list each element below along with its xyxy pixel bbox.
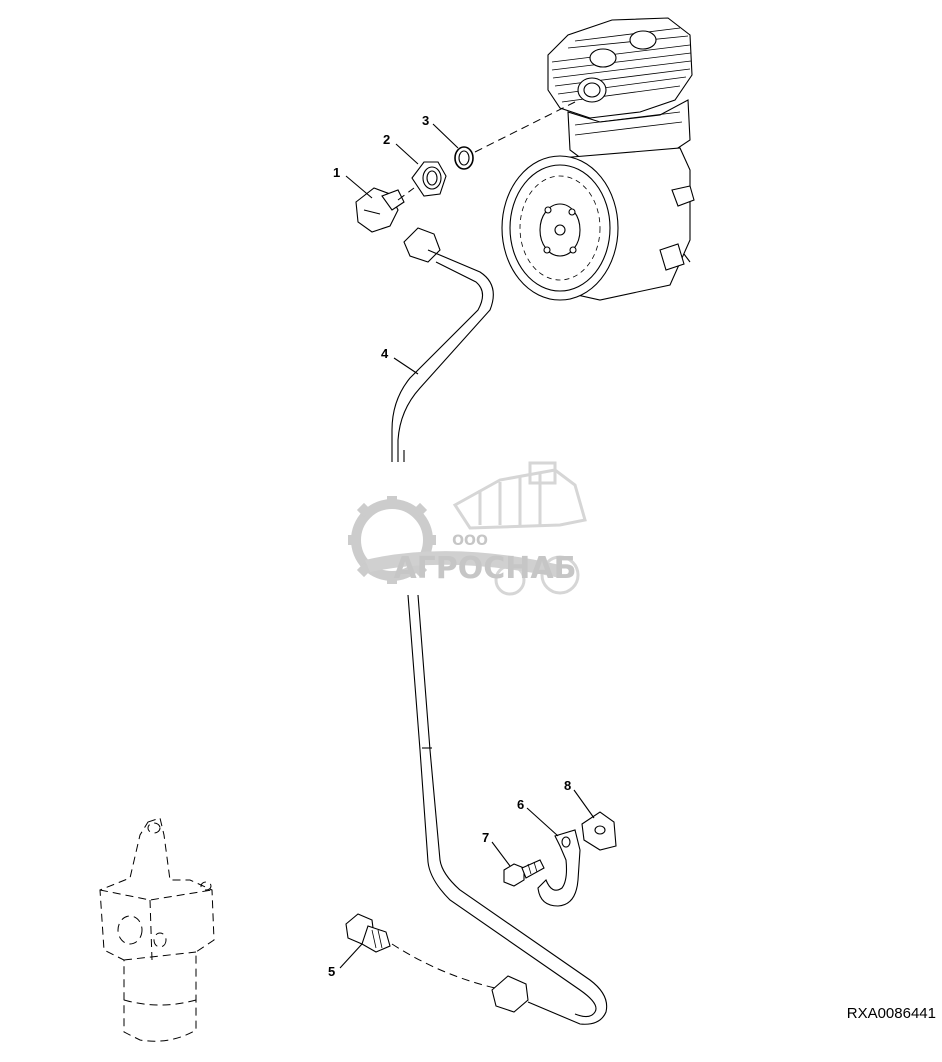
- assembly-line-elbow: [397, 187, 415, 201]
- bolt: [503, 859, 545, 887]
- valve-assembly: [99, 817, 215, 1042]
- adapter-fitting: [411, 161, 447, 197]
- air-compressor: [501, 17, 695, 301]
- callout-6: 6: [517, 797, 524, 812]
- elbow-fitting: [355, 187, 405, 233]
- tube-clamp: [537, 829, 581, 907]
- callout-2: 2: [383, 132, 390, 147]
- o-ring: [454, 146, 474, 170]
- assembly-line-bottom: [391, 943, 496, 989]
- gear-icon: [348, 496, 436, 584]
- watermark-name-text: АГРОСНАБ: [393, 551, 576, 586]
- callout-1: 1: [333, 165, 340, 180]
- watermark-logo: ООО АГРОСНАБ: [348, 461, 587, 596]
- document-id: RXA0086441: [847, 1005, 936, 1022]
- assembly-line-top: [474, 101, 576, 153]
- callout-7: 7: [482, 830, 489, 845]
- watermark-small-text: ООО: [452, 533, 488, 549]
- callout-8: 8: [564, 778, 571, 793]
- callout-labels: 1 2 3 4 5 6 7 8: [328, 113, 571, 979]
- callout-3: 3: [422, 113, 429, 128]
- tube-line: [391, 227, 608, 1025]
- leader-lines: [339, 123, 595, 969]
- callout-5: 5: [328, 964, 335, 979]
- callout-4: 4: [381, 346, 389, 361]
- connector-fitting: [345, 913, 391, 953]
- nut-plate: [581, 811, 617, 851]
